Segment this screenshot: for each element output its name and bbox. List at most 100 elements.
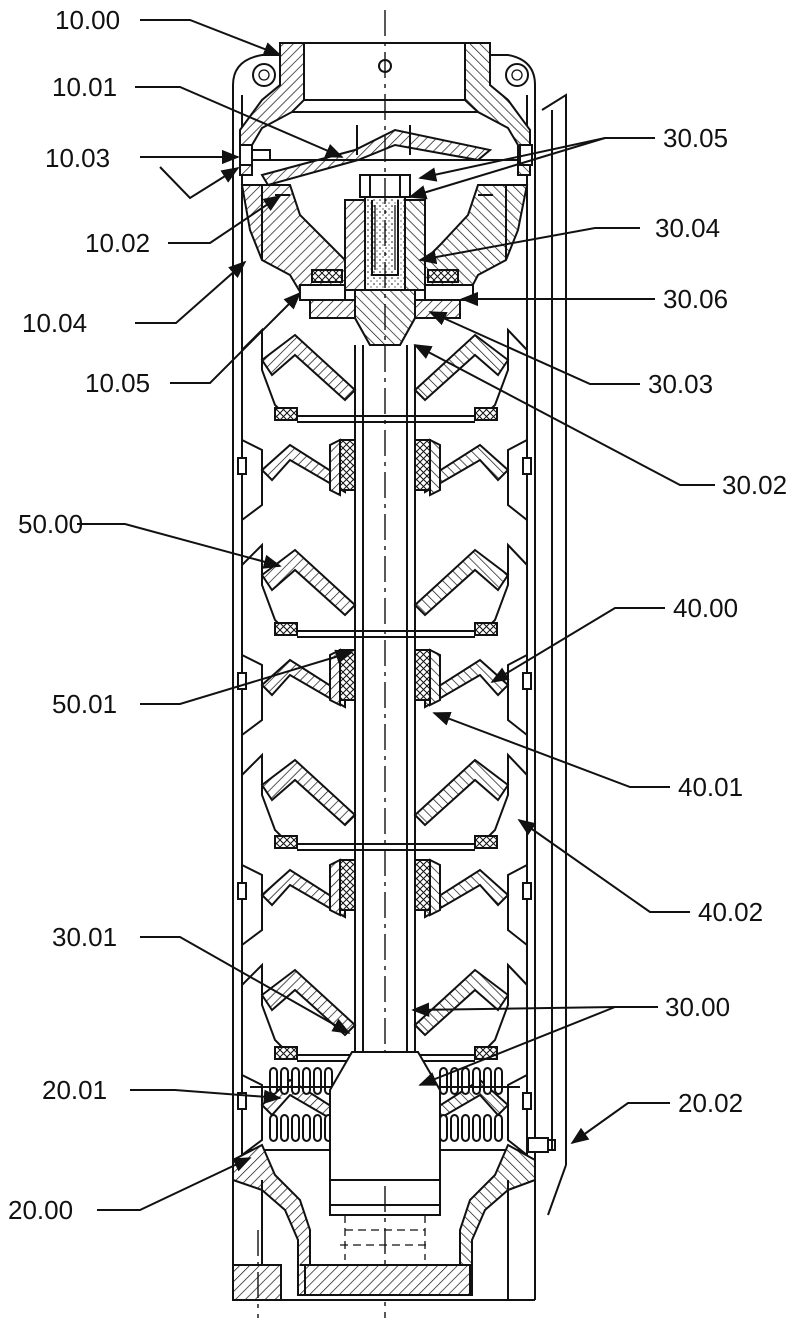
- label-50-00: 50.00: [18, 509, 83, 539]
- bolt-bottom: [232, 1264, 282, 1301]
- wear-ring-right: [474, 1046, 498, 1060]
- screw-20-02: [527, 1137, 549, 1153]
- strainer-slot: [472, 1067, 481, 1095]
- bushing-flange-right: [429, 858, 441, 917]
- leader-50-00: [77, 523, 282, 569]
- wear-ring-left: [274, 622, 298, 636]
- strainer-slot: [269, 1067, 278, 1095]
- impeller-vane-left: [260, 968, 357, 1037]
- casing-step-right: [507, 654, 528, 736]
- strainer-slot: [291, 1114, 300, 1142]
- casing-step-left: [241, 1074, 263, 1156]
- bushing-right: [414, 439, 431, 491]
- strainer-slot: [291, 1067, 300, 1095]
- label-30-00: 30.00: [665, 992, 730, 1022]
- label-30-02: 30.02: [722, 470, 787, 500]
- bushing-left: [339, 859, 356, 911]
- strainer-slot: [472, 1114, 481, 1142]
- bushing-right: [414, 859, 431, 911]
- leader-10-02: [168, 194, 282, 244]
- impeller-vane-left: [260, 548, 357, 617]
- leader-30-03: [428, 311, 640, 385]
- casing-tab-right: [522, 1092, 532, 1110]
- strainer-slot: [269, 1114, 278, 1142]
- callout-labels: 10.00 10.01 10.03 10.02 10.04 10.05 30.0…: [8, 5, 787, 1225]
- casing-tab-right: [522, 672, 532, 690]
- wear-ring-left: [274, 835, 298, 849]
- leader-20-01: [130, 1089, 282, 1104]
- suction-housing-right: [459, 1143, 536, 1296]
- label-30-03: 30.03: [648, 369, 713, 399]
- label-20-02: 20.02: [678, 1088, 743, 1118]
- strainer-slot: [302, 1067, 311, 1095]
- casing-tab-left: [237, 672, 247, 690]
- strainer-slot: [483, 1114, 492, 1142]
- leader-10-03b: [159, 166, 240, 200]
- casing-tab-left: [237, 1092, 247, 1110]
- impeller-vane-right: [413, 548, 510, 617]
- guide-vane-right: [424, 658, 510, 709]
- label-10-04: 10.04: [22, 308, 87, 338]
- label-20-01: 20.01: [42, 1075, 107, 1105]
- casing-tab-left: [237, 882, 247, 900]
- strainer-slot: [494, 1067, 503, 1095]
- guide-vane-right: [424, 868, 510, 919]
- pump-stages: [237, 327, 532, 1156]
- impeller-vane-left: [260, 333, 357, 402]
- leader-20-02: [570, 1102, 670, 1145]
- guide-vane-right: [424, 443, 510, 494]
- diffuser-outline-left: [241, 327, 286, 416]
- label-10-01: 10.01: [52, 72, 117, 102]
- leader-20-00: [97, 1157, 252, 1211]
- strainer-slot: [313, 1114, 322, 1142]
- leader-lines: [77, 19, 715, 1211]
- bushing-flange-right: [429, 438, 441, 497]
- screw-10-03: [239, 144, 253, 166]
- discharge-head-right: [464, 42, 531, 176]
- thrust-ring-right: [427, 269, 459, 283]
- guide-vane-left: [260, 658, 346, 709]
- bushing-left: [339, 439, 356, 491]
- wear-ring-right: [474, 407, 498, 421]
- casing-tab-right: [522, 882, 532, 900]
- leader-30-05b: [408, 137, 606, 200]
- strainer-slot: [439, 1114, 448, 1142]
- leader-30-04: [418, 227, 640, 265]
- label-10-05: 10.05: [85, 368, 150, 398]
- bushing-flange-right: [429, 648, 441, 707]
- bushing-right: [414, 649, 431, 701]
- strainer-slot: [302, 1114, 311, 1142]
- label-40-02: 40.02: [698, 897, 763, 927]
- casing-step-right: [507, 1074, 528, 1156]
- leader-10-04: [135, 260, 247, 324]
- suction-inlet: [232, 1051, 556, 1318]
- strainer-slot: [280, 1114, 289, 1142]
- leader-40-01: [432, 711, 670, 788]
- casing-step-right: [507, 864, 528, 946]
- impeller-vane-right: [413, 333, 510, 402]
- strainer-slot: [461, 1067, 470, 1095]
- strainer-slot: [494, 1114, 503, 1142]
- bushing-left: [339, 649, 356, 701]
- guide-vane-left: [260, 443, 346, 494]
- diffuser-outline-left: [241, 962, 286, 1051]
- label-30-01: 30.01: [52, 922, 117, 952]
- leader-10-01: [135, 86, 344, 158]
- shaft-sleeve-left: [344, 199, 366, 291]
- leader-40-02: [517, 818, 690, 913]
- leader-30-02: [413, 344, 715, 486]
- impeller-vane-left: [260, 758, 357, 827]
- label-10-00: 10.00: [55, 5, 120, 35]
- strainer-slot: [280, 1067, 289, 1095]
- casing-tab-right: [522, 457, 532, 475]
- leader-40-00: [490, 607, 665, 683]
- label-40-01: 40.01: [678, 772, 743, 802]
- bushing-flange-left: [329, 858, 341, 917]
- casing-step-left: [241, 654, 263, 736]
- label-20-00: 20.00: [8, 1195, 73, 1225]
- thrust-ring-left: [311, 269, 343, 283]
- pump-body: [232, 10, 567, 1318]
- wear-ring-left: [274, 407, 298, 421]
- impeller-vane-right: [413, 968, 510, 1037]
